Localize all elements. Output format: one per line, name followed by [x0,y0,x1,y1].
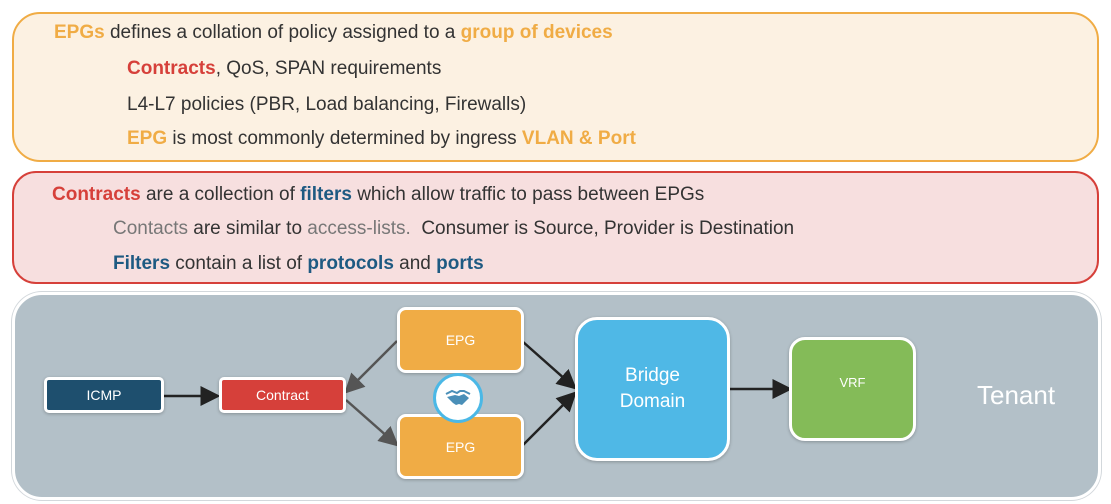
contract-line-1-text-end: which allow traffic to pass between EPGs [351,184,705,205]
epg-bottom-node: EPG [397,414,524,479]
epg-line-4-text: is most commonly determined by ingress [167,128,522,149]
vlan-port-term: VLAN & Port [521,128,636,149]
arrow-epg-top-to-bd [521,340,577,390]
access-lists-term: access-lists. [307,218,411,239]
icmp-label: ICMP [86,387,122,403]
epg-line-3: L4-L7 policies (PBR, Load balancing, Fir… [127,94,526,116]
contract-node: Contract [219,377,346,413]
epg-line-4: EPG is most commonly determined by ingre… [127,128,636,150]
contract-line-3-text: contain a list of [170,253,308,274]
epgs-term: EPGs [54,22,105,43]
epg-line-2-text: , QoS, SPAN requirements [215,58,442,79]
epg-line-3-text: L4-L7 policies (PBR, Load balancing, Fir… [127,94,527,115]
group-of-devices-term: group of devices [460,22,613,43]
contracts-term: Contracts [52,184,141,205]
bridge-domain-label-line1: Bridge [625,365,680,386]
contract-line-2: Contacts are similar to access-lists. Co… [113,218,794,240]
epg-line-2: Contracts, QoS, SPAN requirements [127,58,441,80]
arrow-contract-to-epg-bottom [345,399,399,447]
vrf-label: VRF [839,374,866,390]
tenant-label: Tenant [977,380,1056,410]
epg-term: EPG [127,128,168,149]
epg-definition-panel: EPGs defines a collation of policy assig… [12,12,1099,162]
epg-line-1-text: defines a collation of policy assigned t… [104,22,461,43]
filters-term: filters [300,184,352,205]
filters-term: Filters [113,253,171,274]
protocols-term: protocols [307,253,394,274]
epg-bottom-label: EPG [445,438,476,455]
contract-line-3: Filters contain a list of protocols and … [113,253,484,275]
arrow-epg-bottom-to-bd [521,391,577,447]
contract-definition-panel: Contracts are a collection of filters wh… [12,171,1099,284]
vrf-node: VRF [789,337,916,441]
contract-line-1-text: are a collection of [140,184,301,205]
handshake-icon [433,373,483,423]
contract-line-2-text-end: Consumer is Source, Provider is Destinat… [410,218,795,239]
arrow-epg-top-to-contract [344,340,398,394]
contract-line-1: Contracts are a collection of filters wh… [52,184,704,206]
contract-label: Contract [256,387,309,403]
contracts-term: Contracts [127,58,216,79]
contacts-term: Contacts [113,218,188,239]
epg-top-label: EPG [445,332,476,348]
ports-term: ports [436,253,484,274]
epg-line-1: EPGs defines a collation of policy assig… [54,22,613,44]
contract-line-2-text: are similar to [187,218,308,239]
bridge-domain-node: Bridge Domain [575,317,730,461]
contract-line-3-and: and [393,253,437,274]
epg-top-node: EPG [397,307,524,373]
bridge-domain-label-line2: Domain [619,391,686,412]
icmp-node: ICMP [44,377,164,413]
